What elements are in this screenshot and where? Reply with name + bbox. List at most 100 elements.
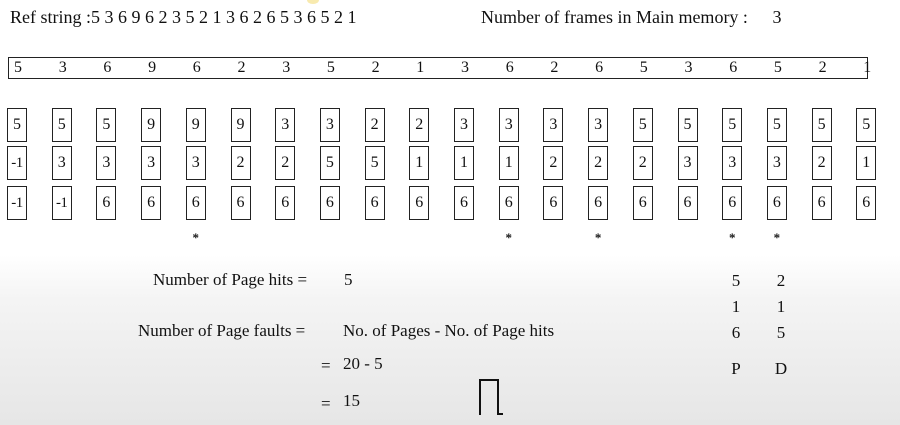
reference-value: 5 — [773, 59, 782, 76]
hit-marker: * — [728, 230, 736, 245]
frame-cell: 6 — [319, 186, 340, 220]
frame-cell: 5 — [7, 108, 27, 142]
frame-cell: 6 — [454, 186, 474, 220]
side-p-2: 1 — [731, 297, 741, 316]
frame-cell: 3 — [96, 146, 117, 180]
frame-cell: 2 — [588, 146, 609, 180]
frame-cell: 3 — [498, 108, 519, 142]
frame-cell: 2 — [230, 146, 251, 180]
reference-value: 2 — [371, 59, 380, 76]
frame-cell: 2 — [811, 146, 832, 180]
frame-cell: 6 — [856, 186, 877, 220]
page-hits-value: 5 — [344, 270, 353, 289]
frame-cell: 3 — [141, 146, 162, 180]
frame-cell: 2 — [543, 146, 564, 180]
side-label-p: P — [731, 359, 741, 378]
frame-cell: 6 — [543, 186, 564, 220]
frames-value: 3 — [772, 7, 782, 27]
frame-cell: 6 — [632, 186, 653, 220]
frame-cell: 3 — [722, 146, 743, 180]
frame-cell: 3 — [275, 108, 296, 142]
side-d-3: 5 — [776, 323, 786, 342]
frame-cell: 6 — [722, 186, 743, 220]
frame-cell: 5 — [364, 146, 385, 180]
frame-cell: 1 — [454, 146, 474, 180]
frame-cell: 6 — [364, 186, 385, 220]
page-faults-result: 15 — [343, 391, 360, 410]
frame-cell: 3 — [588, 108, 609, 142]
frame-cell: 3 — [185, 146, 206, 180]
frame-cell: 5 — [96, 108, 117, 142]
reference-value: 6 — [505, 59, 514, 76]
page-hits-label: Number of Page hits = — [153, 270, 308, 289]
reference-value: 1 — [863, 59, 872, 76]
frame-cell: 6 — [141, 186, 162, 220]
reference-value: 6 — [729, 59, 738, 76]
text-cursor-icon — [479, 379, 499, 415]
frame-cell: 3 — [51, 146, 72, 180]
hit-marker: * — [773, 230, 781, 245]
frame-cell: 2 — [632, 146, 653, 180]
frame-cell: 6 — [811, 186, 832, 220]
frame-cell: -1 — [7, 186, 27, 220]
frame-cell: 5 — [51, 108, 72, 142]
frame-cell: 5 — [722, 108, 743, 142]
page-faults-formula: No. of Pages - No. of Page hits — [343, 321, 555, 340]
reference-value: 5 — [326, 59, 335, 76]
ref-string-label: Ref string : — [10, 7, 91, 27]
reference-value: 3 — [461, 59, 469, 76]
page-faults-step: 20 - 5 — [343, 354, 383, 373]
frame-cell: 3 — [543, 108, 564, 142]
frame-cell: 6 — [185, 186, 206, 220]
reference-value: 2 — [818, 59, 827, 76]
frame-cell: 3 — [677, 146, 698, 180]
reference-value: 2 — [550, 59, 559, 76]
frame-cell: 9 — [185, 108, 206, 142]
side-d-1: 2 — [776, 271, 786, 290]
page-faults-label: Number of Page faults = — [138, 321, 306, 340]
hit-marker: * — [192, 230, 200, 245]
frame-cell: 1 — [856, 146, 877, 180]
frame-cell: 3 — [319, 108, 340, 142]
frame-cell: 5 — [811, 108, 832, 142]
frame-cell: 5 — [856, 108, 877, 142]
reference-value: 3 — [282, 59, 291, 76]
frame-cell: 6 — [96, 186, 117, 220]
frame-cell: 2 — [275, 146, 296, 180]
side-p-1: 5 — [731, 271, 741, 290]
frame-cell: 3 — [766, 146, 787, 180]
frame-cell: -1 — [7, 146, 27, 180]
frame-cell: 2 — [364, 108, 385, 142]
frames-heading: Number of frames in Main memory : 3 — [481, 7, 781, 28]
reference-value: 5 — [14, 59, 22, 76]
frame-cell: 6 — [275, 186, 296, 220]
highlight-dot — [307, 0, 319, 4]
equals-sign-1: = — [321, 356, 331, 375]
frame-cell: 1 — [498, 146, 519, 180]
hit-marker: * — [594, 230, 602, 245]
frame-cell: 6 — [588, 186, 609, 220]
frame-cell: 6 — [230, 186, 251, 220]
frames-label: Number of frames in Main memory : — [481, 7, 748, 27]
frame-cell: 5 — [632, 108, 653, 142]
frame-cell: 1 — [409, 146, 430, 180]
reference-value: 6 — [192, 59, 201, 76]
reference-value: 3 — [58, 59, 67, 76]
frame-cell: 6 — [498, 186, 519, 220]
frame-cell: 3 — [454, 108, 474, 142]
hit-marker: * — [505, 230, 512, 245]
reference-value: 6 — [103, 59, 112, 76]
frame-cell: 6 — [677, 186, 698, 220]
ref-string-heading: Ref string :5 3 6 9 6 2 3 5 2 1 3 6 2 6 … — [10, 7, 357, 28]
frame-cell: 5 — [766, 108, 787, 142]
reference-value: 3 — [684, 59, 693, 76]
frame-cell: 6 — [409, 186, 430, 220]
side-label-d: D — [774, 359, 788, 378]
frame-cell: -1 — [51, 186, 72, 220]
reference-value: 2 — [237, 59, 246, 76]
frame-cell: 5 — [319, 146, 340, 180]
side-d-2: 1 — [776, 297, 786, 316]
frame-cell: 6 — [766, 186, 787, 220]
reference-value: 5 — [639, 59, 648, 76]
